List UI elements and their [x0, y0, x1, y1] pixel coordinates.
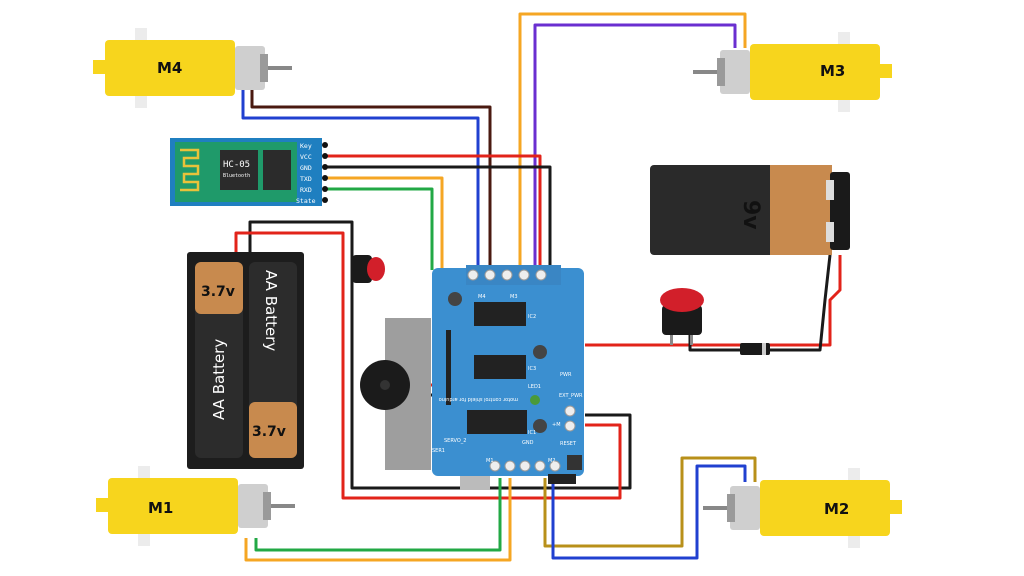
shield-label: M4: [478, 294, 486, 300]
cell-label: AA Battery: [210, 339, 228, 420]
hc05-name: HC-05: [223, 160, 250, 170]
shield-label: PWR: [560, 372, 572, 378]
shield-title: motor control shield for arduino: [439, 396, 518, 402]
wire-m2-blue: [551, 464, 747, 560]
wire-m1-green: [254, 478, 502, 552]
wire-9v-red: [585, 255, 842, 347]
pin-label: State: [296, 197, 316, 205]
wires: [234, 12, 842, 562]
shield-label: EXT_PWR: [559, 393, 583, 399]
battery-9v: 9v: [650, 165, 850, 255]
shield-label: SERVO_2: [444, 438, 466, 444]
battery-pack: 3.7v 3.7v AA Battery AA Battery: [187, 252, 304, 469]
wire-m4-blue: [241, 90, 480, 270]
shield-label: SER1: [432, 448, 445, 454]
motor-shield: motor control shield for arduino M4 M3 M…: [432, 265, 584, 490]
motor-m2: [703, 468, 902, 548]
battery-9v-label: 9v: [738, 200, 763, 230]
wire-battery-black: [248, 220, 632, 490]
shield-label: IC2: [528, 314, 536, 320]
wire-hc05-vcc: [327, 154, 542, 270]
wire-hc05-rxd: [327, 187, 434, 270]
wire-battery-red: [234, 231, 622, 500]
motor-label: M4: [157, 59, 182, 77]
hc05-subtitle: Bluetooth: [223, 173, 250, 179]
motor-label: M2: [824, 500, 849, 518]
cell-label: AA Battery: [262, 270, 280, 351]
pin-label: Key: [300, 142, 312, 150]
hc05-module: HC-05 Bluetooth Key VCC GND TXD RXD Stat…: [170, 138, 328, 206]
shield-label: M3: [510, 294, 518, 300]
shield-label: RESET: [560, 441, 577, 447]
wire-hc05-gnd: [327, 165, 552, 270]
wire-m2-gold: [543, 456, 757, 548]
motor-m1: M1: [96, 466, 295, 546]
motor-label: M1: [148, 499, 173, 517]
pin-label: VCC: [300, 153, 312, 161]
shield-label: IC3: [528, 366, 536, 372]
wire-hc05-txd: [327, 176, 444, 270]
pin-label: GND: [300, 164, 312, 172]
wire-m1-orange: [244, 478, 512, 562]
shield-label: IC1: [528, 430, 536, 436]
motor-label: M3: [820, 62, 845, 80]
shield-label: +M: [552, 422, 561, 428]
shield-label: M2: [548, 458, 556, 464]
motor-m4: M4: [93, 28, 292, 108]
shield-label: M1: [486, 458, 494, 464]
diode: [740, 343, 770, 355]
buzzer: [360, 318, 431, 470]
wire-m3-purple: [533, 23, 737, 270]
push-button[interactable]: [660, 288, 704, 345]
wire-9v-black: [688, 254, 832, 352]
motor-m3: [693, 32, 892, 112]
power-switch[interactable]: [352, 255, 385, 283]
wire-m3-orange: [518, 12, 747, 270]
shield-label: LED1: [528, 384, 541, 390]
cell-voltage: 3.7v: [201, 284, 235, 300]
shield-label: GND: [522, 440, 534, 446]
cell-voltage: 3.7v: [252, 424, 286, 440]
pin-label: RXD: [300, 186, 312, 194]
wire-m4-brown: [250, 90, 492, 270]
antenna-icon: [180, 148, 200, 192]
pin-label: TXD: [300, 175, 312, 183]
